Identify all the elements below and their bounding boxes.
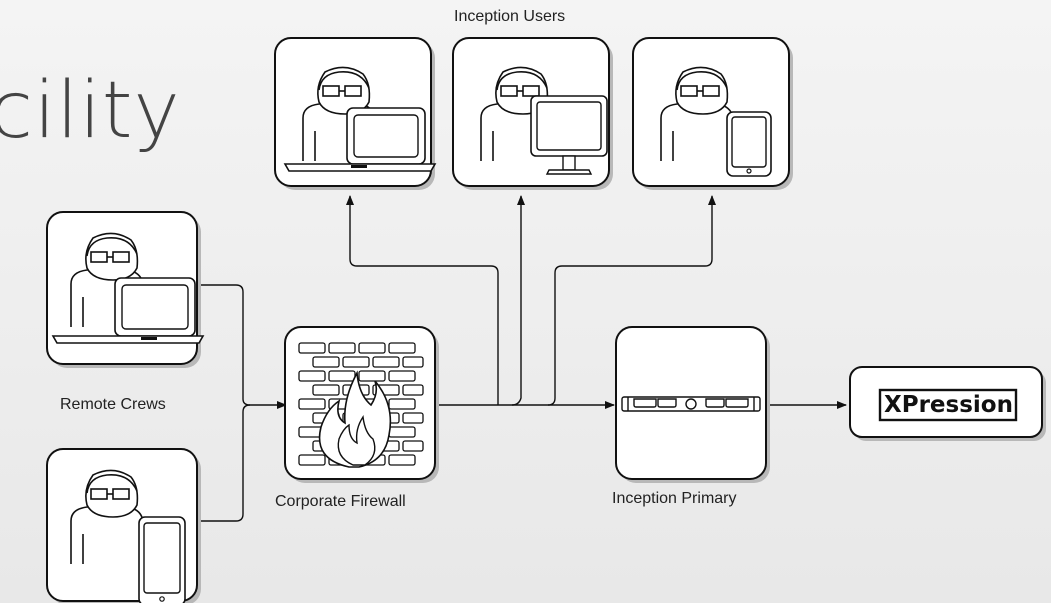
inception-user-laptop-node [274, 37, 437, 190]
inception-user-tablet-node [632, 37, 793, 190]
link-remote-tablet-to-firewall [198, 404, 251, 522]
xpression-logo-text: XPression [884, 392, 1013, 418]
connector-lines [198, 195, 847, 522]
remote-crew-tablet-node [46, 448, 201, 603]
rack-server-icon [621, 396, 761, 412]
link-remote-laptop-to-firewall [198, 284, 287, 409]
slide-title-fragment: cility [0, 66, 181, 156]
inception-user-monitor-node [452, 37, 613, 190]
corporate-firewall-node [284, 326, 439, 483]
person-laptop-icon [283, 66, 437, 172]
xpression-node [849, 366, 1046, 441]
inception-primary-label: Inception Primary [612, 490, 737, 507]
person-laptop-icon [51, 232, 205, 344]
remote-crew-laptop-node [46, 211, 205, 368]
inception-users-label: Inception Users [454, 8, 566, 25]
link-to-user-laptop [346, 195, 499, 405]
remote-crews-label: Remote Crews [60, 396, 166, 413]
xpression-logo [878, 388, 1018, 422]
person-monitor-icon [480, 66, 608, 175]
inception-primary-node [615, 326, 770, 483]
firewall-icon [298, 342, 424, 468]
person-tablet-icon [70, 469, 186, 603]
person-tablet-icon [660, 66, 772, 177]
corporate-firewall-label: Corporate Firewall [275, 493, 406, 510]
link-to-user-tablet [547, 195, 716, 406]
link-to-user-monitor [516, 196, 528, 405]
